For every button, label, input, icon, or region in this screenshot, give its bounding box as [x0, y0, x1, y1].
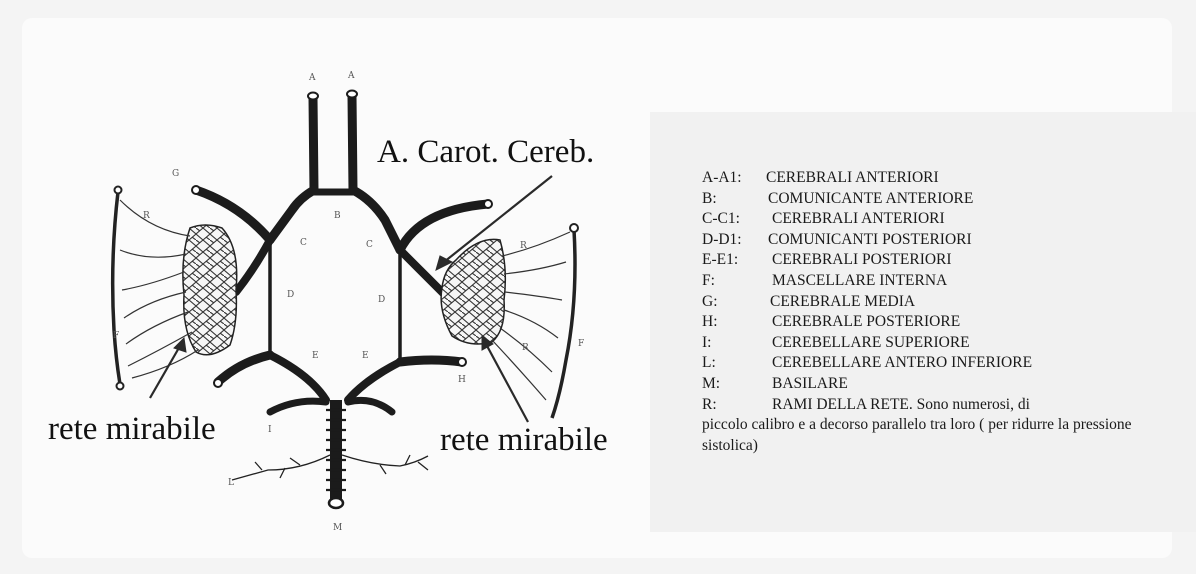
sketch-letter-r-right-2: R — [522, 343, 529, 353]
sketch-letter-l: L — [228, 478, 234, 488]
sketch-letter-r-right: R — [520, 241, 527, 251]
legend-desc: CEREBRALE POSTERIORE — [772, 312, 960, 333]
sketch-letter-d1: D — [378, 295, 385, 305]
legend-code: F: — [702, 271, 772, 292]
legend-row: R:RAMI DELLA RETE. Sono numerosi, di — [702, 395, 1172, 416]
legend-code: L: — [702, 353, 772, 374]
legend-code: E-E1: — [702, 250, 772, 271]
carotid-label: A. Carot. Cereb. — [377, 136, 594, 169]
legend-row: H:CEREBRALE POSTERIORE — [702, 312, 1172, 333]
legend-code: C-C1: — [702, 209, 772, 230]
sketch-letter-a-left: A — [308, 73, 316, 83]
basilar-artery — [326, 400, 346, 508]
legend-desc: BASILARE — [772, 374, 848, 395]
rete-label-left: rete mirabile — [48, 413, 216, 446]
sketch-letter-a-right: A — [347, 71, 355, 81]
legend-desc: CEREBRALI POSTERIORI — [772, 250, 952, 271]
legend-code: M: — [702, 374, 772, 395]
legend-desc: CEREBRALE MEDIA — [770, 292, 915, 313]
sketch-letter-c1: C — [366, 240, 373, 250]
rete-label-right: rete mirabile — [440, 424, 608, 457]
sketch-letter-e: E — [312, 351, 319, 361]
legend-row: G:CEREBRALE MEDIA — [702, 292, 1172, 313]
sketch-letter-g: G — [172, 169, 179, 179]
legend-row: D-D1:COMUNICANTI POSTERIORI — [702, 230, 1172, 251]
sketch-letter-c: C — [300, 238, 307, 248]
legend-desc: MASCELLARE INTERNA — [772, 271, 947, 292]
legend-code: I: — [702, 333, 772, 354]
sketch-letter-i: I — [268, 425, 272, 435]
legend-row: M:BASILARE — [702, 374, 1172, 395]
legend-code: D-D1: — [702, 230, 768, 251]
legend-desc: CEREBRALI ANTERIORI — [766, 168, 939, 189]
legend-desc: COMUNICANTI POSTERIORI — [768, 230, 972, 251]
legend-code: H: — [702, 312, 772, 333]
sketch-letter-e1: E — [362, 351, 369, 361]
legend-row: B:COMUNICANTE ANTERIORE — [702, 189, 1172, 210]
legend-desc: CEREBELLARE SUPERIORE — [772, 333, 970, 354]
sketch-letter-r-left: R — [143, 211, 150, 221]
legend-code: R: — [702, 395, 772, 416]
legend-row: I:CEREBELLARE SUPERIORE — [702, 333, 1172, 354]
legend-row: E-E1:CEREBRALI POSTERIORI — [702, 250, 1172, 271]
legend-note: piccolo calibro e a decorso parallelo tr… — [702, 415, 1172, 456]
legend-desc: RAMI DELLA RETE. Sono numerosi, di — [772, 395, 1030, 416]
sketch-letter-h: H — [458, 375, 466, 385]
legend-row: C-C1:CEREBRALI ANTERIORI — [702, 209, 1172, 230]
legend-desc: COMUNICANTE ANTERIORE — [768, 189, 973, 210]
legend-desc: CEREBRALI ANTERIORI — [772, 209, 945, 230]
legend-code: B: — [702, 189, 768, 210]
sketch-letter-d: D — [287, 290, 294, 300]
sketch-letter-b: B — [334, 211, 341, 221]
sketch-letter-f-right: F — [578, 339, 584, 349]
rete-mirabile-left — [113, 187, 237, 390]
legend-row: A-A1:CEREBRALI ANTERIORI — [702, 168, 1172, 189]
legend-code: A-A1: — [702, 168, 766, 189]
carotid-trunks — [308, 91, 357, 191]
legend-desc: CEREBELLARE ANTERO INFERIORE — [772, 353, 1032, 374]
sketch-letter-f-left: F — [113, 331, 119, 341]
sketch-letter-m: M — [333, 523, 342, 533]
legend-row: F:MASCELLARE INTERNA — [702, 271, 1172, 292]
legend-code: G: — [702, 292, 770, 313]
legend-row: L:CEREBELLARE ANTERO INFERIORE — [702, 353, 1172, 374]
legend: A-A1:CEREBRALI ANTERIORI B:COMUNICANTE A… — [702, 168, 1172, 456]
